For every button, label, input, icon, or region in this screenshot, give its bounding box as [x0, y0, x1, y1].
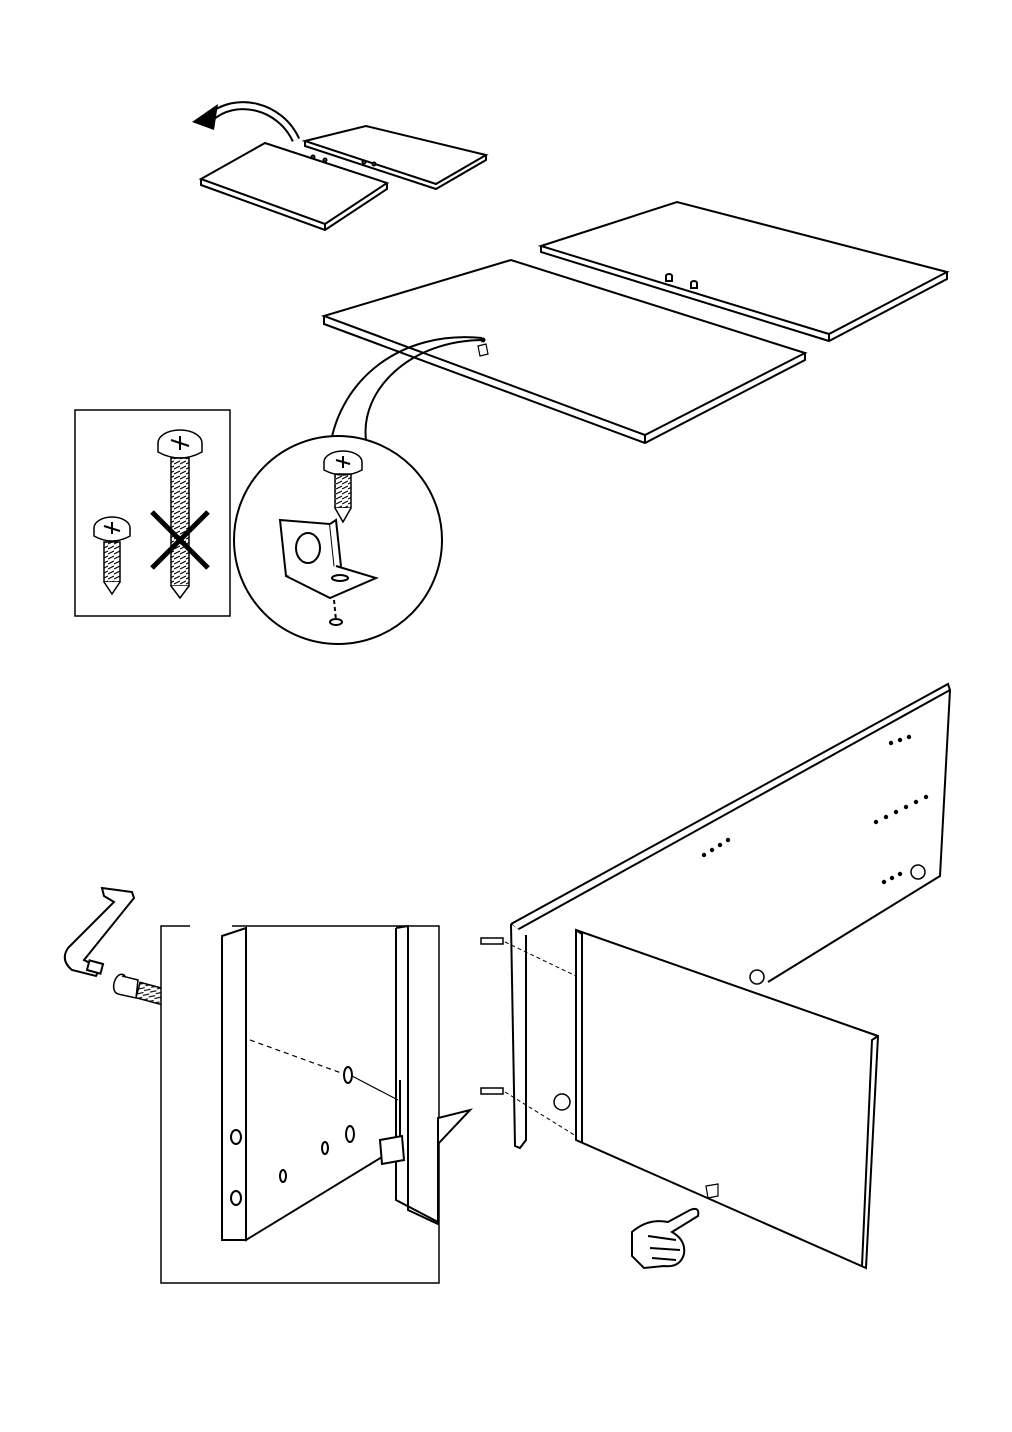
small-panel-right [301, 124, 489, 191]
pointing-hand-icon [631, 1207, 700, 1270]
large-panel-left [320, 258, 808, 445]
short-screw [93, 516, 131, 596]
back-panel [510, 682, 952, 1150]
large-panel-right [537, 200, 950, 343]
long-screw [157, 429, 203, 600]
allen-key-100001 [63, 886, 136, 978]
panel-edge-detail [221, 924, 474, 1242]
wrong-cross-icon [150, 510, 210, 570]
bolt-pair [480, 937, 504, 1095]
cam-lock [553, 864, 926, 1111]
screw-109041 [323, 450, 363, 524]
small-panel-left [198, 141, 390, 232]
angle-bracket-103717 [278, 518, 379, 626]
magnifier-callout-icon [233, 336, 485, 645]
side-panel [575, 928, 880, 1270]
rotate-arrow-icon [192, 101, 301, 143]
